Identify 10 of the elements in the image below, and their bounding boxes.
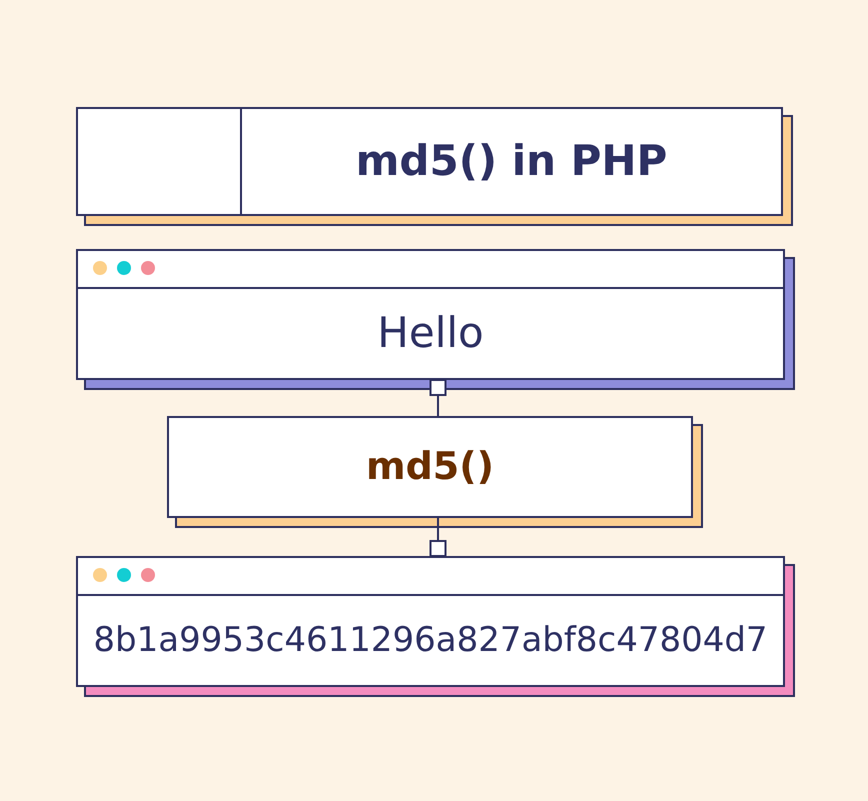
hash-output-text: 8b1a9953c4611296a827abf8c47804d7 — [93, 620, 768, 661]
heading-text: md5() in PHP — [356, 136, 668, 187]
window-panel — [76, 556, 785, 687]
window-panel — [76, 249, 785, 380]
connector — [430, 518, 446, 557]
function-box — [167, 416, 693, 518]
title-card — [76, 107, 783, 216]
function-name-text: md5() — [366, 444, 494, 490]
input-text: Hello — [377, 308, 484, 359]
connector — [430, 379, 446, 416]
